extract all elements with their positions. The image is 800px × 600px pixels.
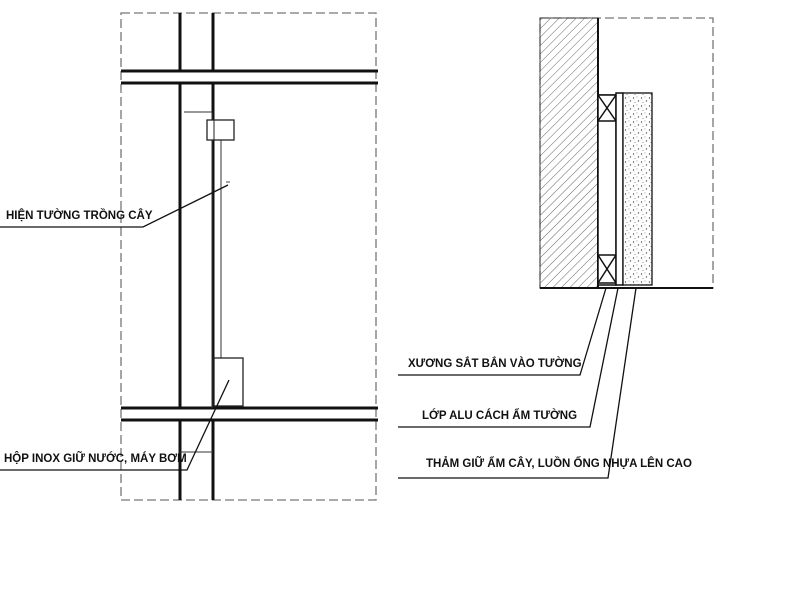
label-green-wall: HIỆN TƯỜNG TRỒNG CÂY [6,209,153,222]
leader-green-wall [0,184,229,228]
moisture-mat [622,92,653,286]
vertical-columns [178,13,215,500]
top-connector-box [206,119,235,141]
elevation-view: HIỆN TƯỜNG TRỒNG CÂY HỘP INOX GIỮ NƯỚC, … [0,12,378,501]
leader-inox-box [0,379,230,471]
panel-thin-lines [180,111,222,453]
label-inox-box: HỘP INOX GIỮ NƯỚC, MÁY BƠM [4,452,187,465]
elevation-dashed-border [120,12,377,501]
concrete-wall [539,17,599,289]
label-moisture-mat: THẢM GIỮ ẨM CÂY, LUỒN ỐNG NHỰA LÊN CAO [426,456,692,470]
leader-alu-layer [398,287,619,428]
leader-moisture-mat [398,287,637,479]
section-view: XƯƠNG SẮT BẮN VÀO TƯỜNG LỚP ALU CÁCH ẨM … [398,17,714,479]
steel-frame-profile [597,94,617,286]
leader-steel-frame [398,287,607,376]
alu-layer [615,92,624,286]
label-steel-frame: XƯƠNG SẮT BẮN VÀO TƯỜNG [408,357,582,370]
section-dashed-border [539,17,714,289]
label-alu-layer: LỚP ALU CÁCH ẨM TƯỜNG [422,409,577,422]
horizontal-beams [121,69,378,422]
